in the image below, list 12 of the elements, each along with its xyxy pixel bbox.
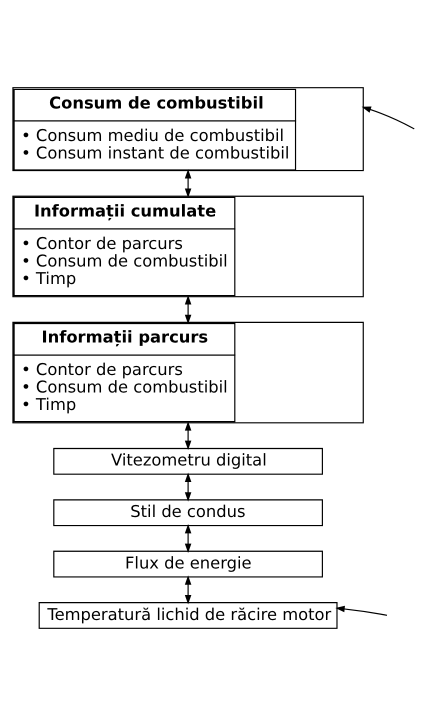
node-box: Flux de energie xyxy=(53,550,323,578)
node-box: Temperatură lichid de răcire motor xyxy=(38,602,338,628)
arrow xyxy=(184,168,192,198)
arrow xyxy=(184,420,192,450)
node-box: Stil de condus xyxy=(53,498,323,526)
arrow xyxy=(184,524,192,552)
node-box: Vitezometru digital xyxy=(53,447,323,474)
arrow xyxy=(335,605,388,616)
arrow xyxy=(184,294,192,324)
arrow xyxy=(184,472,192,502)
arrow xyxy=(362,106,415,129)
arrow xyxy=(184,574,192,604)
